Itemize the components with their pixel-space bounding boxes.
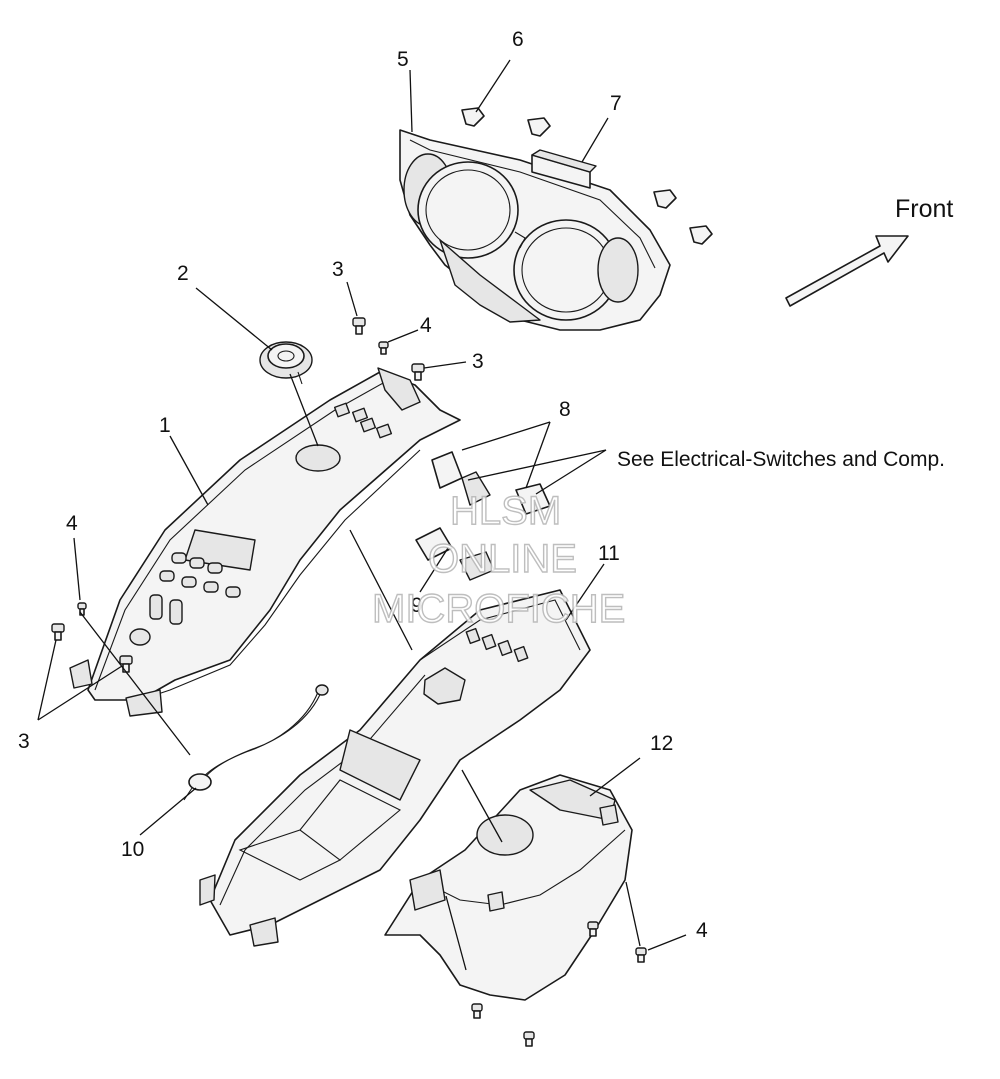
callout-4[interactable]: 4 xyxy=(420,314,432,337)
callout-8[interactable]: 8 xyxy=(559,398,571,421)
callout-3[interactable]: 3 xyxy=(472,350,484,373)
clip-part-6[interactable] xyxy=(461,107,713,245)
screw-icon xyxy=(352,317,366,335)
lower-panel-part-12[interactable] xyxy=(384,774,633,1001)
watermark-line-1: HLSM xyxy=(450,489,561,533)
callout-3[interactable]: 3 xyxy=(332,258,344,281)
front-label: Front xyxy=(895,195,953,223)
screw-icon xyxy=(411,363,425,381)
indicator-block-part-7[interactable] xyxy=(531,149,597,189)
screw-icon xyxy=(587,921,599,937)
callout-9[interactable]: 9 xyxy=(411,594,423,617)
leader-lines xyxy=(37,59,687,971)
watermark-line-2: ONLINE xyxy=(428,537,577,581)
callout-2[interactable]: 2 xyxy=(177,262,189,285)
front-direction-arrow xyxy=(785,235,909,307)
lower-console-part-11[interactable] xyxy=(199,589,591,947)
callout-11[interactable]: 11 xyxy=(598,542,620,565)
callout-5[interactable]: 5 xyxy=(397,48,409,71)
callout-7[interactable]: 7 xyxy=(610,92,622,115)
upper-console-part-1[interactable] xyxy=(69,367,461,717)
screw-icon xyxy=(378,341,389,355)
callout-3[interactable]: 3 xyxy=(18,730,30,753)
screw-icon xyxy=(523,1031,535,1047)
screw-icon xyxy=(77,602,87,616)
callout-4[interactable]: 4 xyxy=(66,512,78,535)
callout-6[interactable]: 6 xyxy=(512,28,524,51)
watermark: HLSM ONLINE MICROFICHE xyxy=(371,488,626,631)
screw-icon xyxy=(471,1003,483,1019)
callout-10[interactable]: 10 xyxy=(121,838,144,861)
cap-part-2[interactable] xyxy=(259,341,313,385)
screw-icon xyxy=(51,623,65,641)
callout-1[interactable]: 1 xyxy=(159,414,171,437)
switch-part-9[interactable] xyxy=(415,527,495,581)
watermark-line-3: MICROFICHE xyxy=(372,587,625,631)
fasteners xyxy=(51,317,647,1047)
callout-12[interactable]: 12 xyxy=(650,732,673,755)
callout-4[interactable]: 4 xyxy=(696,919,708,942)
screw-icon xyxy=(635,947,647,963)
gauge-housing-part-5[interactable] xyxy=(399,129,671,331)
electrical-reference-note: See Electrical-Switches and Comp. xyxy=(617,448,945,471)
